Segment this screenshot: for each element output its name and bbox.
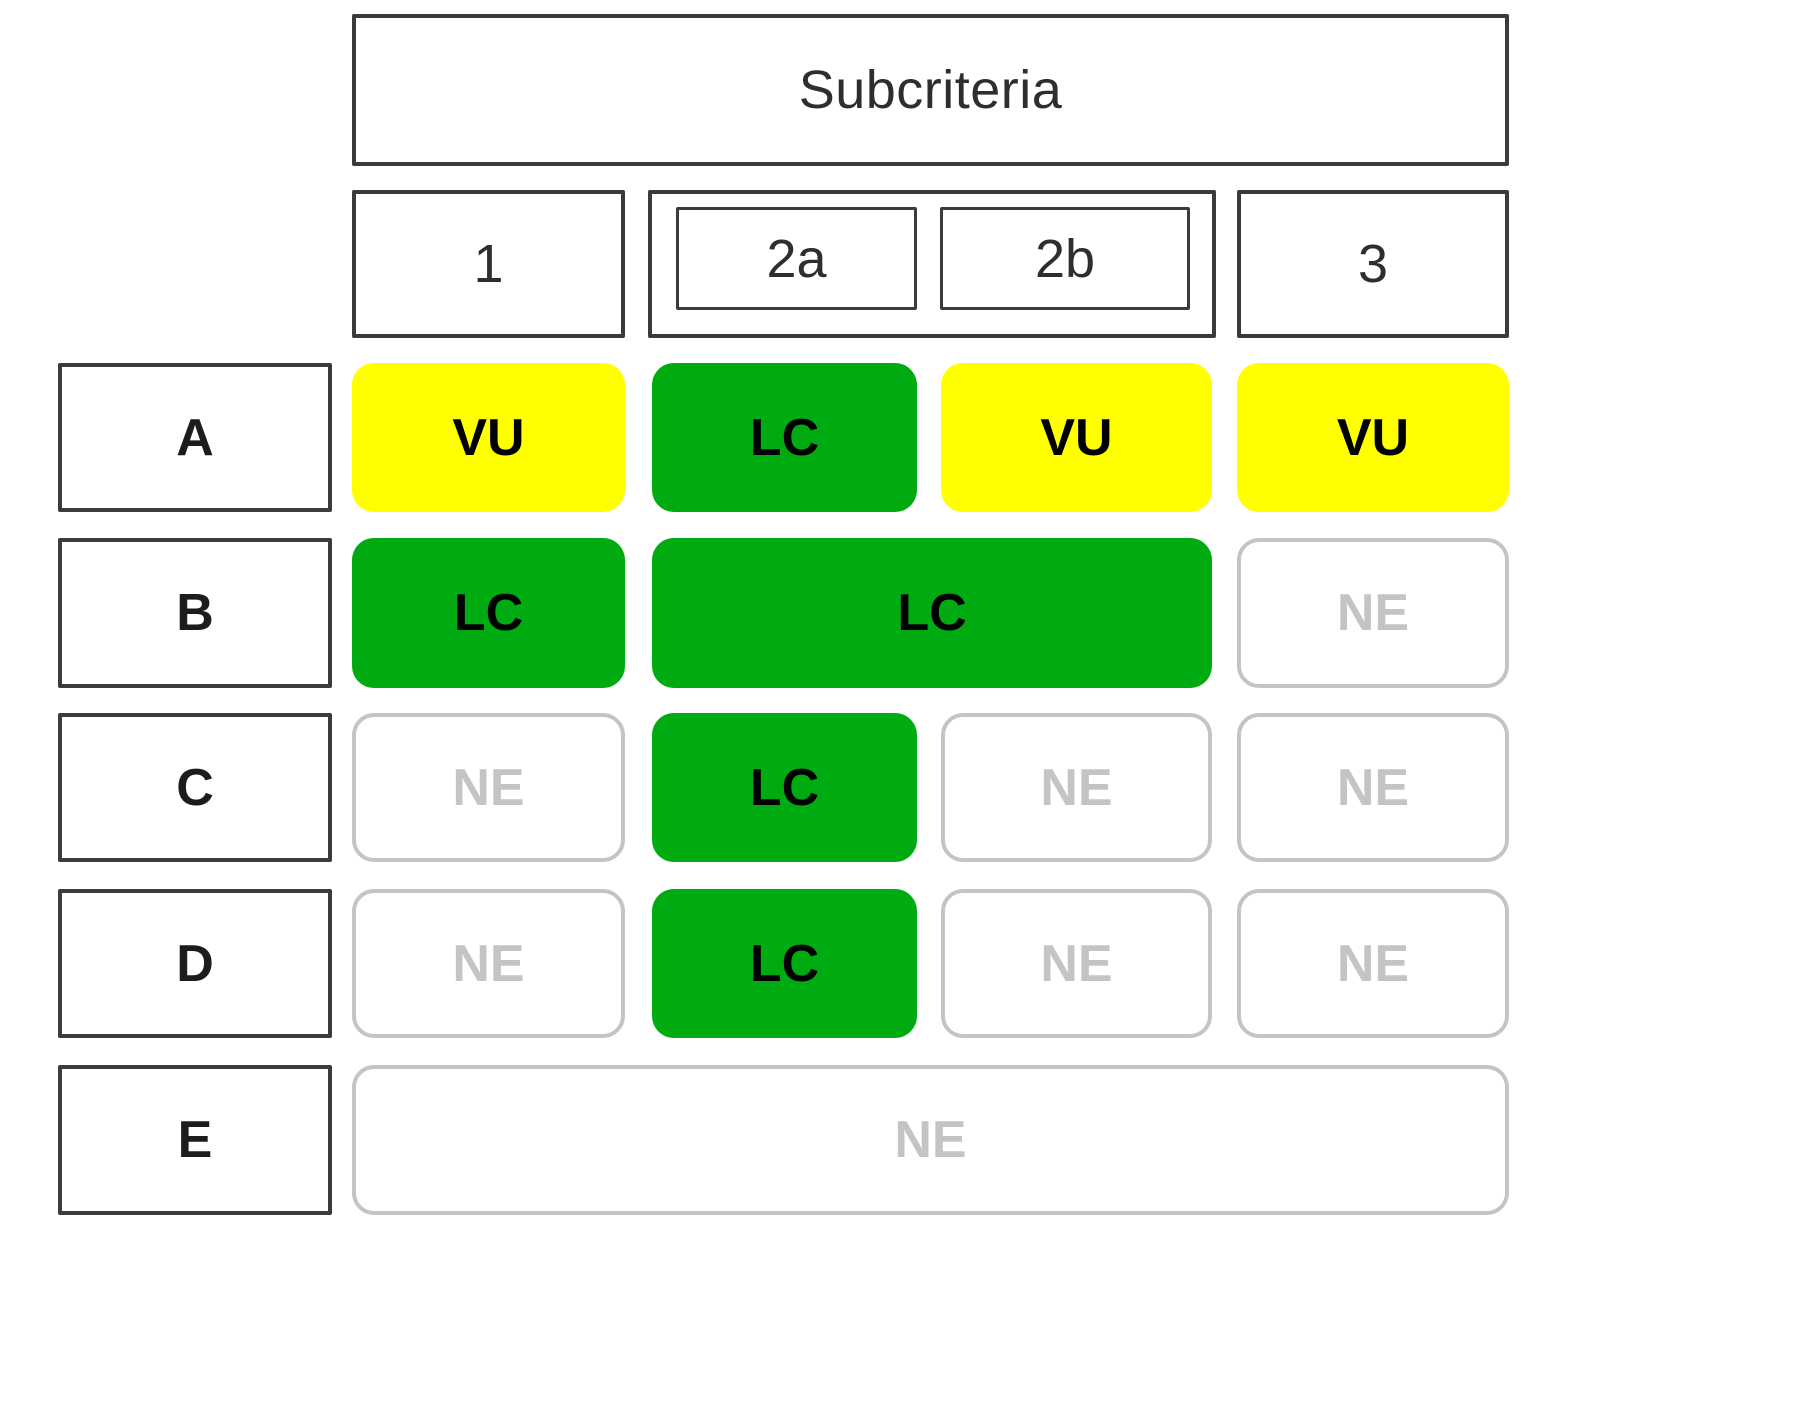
row-label-b: B — [58, 538, 332, 688]
cell-a-2a-code: LC — [749, 408, 820, 467]
cell-c-1[interactable]: NE — [352, 713, 625, 862]
row-label-a-text: A — [176, 408, 214, 467]
subcriteria-group-header: Subcriteria — [352, 14, 1509, 166]
cell-b-1[interactable]: LC — [352, 538, 625, 688]
column-header-1: 1 — [352, 190, 625, 338]
row-label-c-text: C — [176, 758, 214, 817]
cell-b-3-code: NE — [1336, 584, 1410, 642]
cell-c-1-code: NE — [452, 758, 525, 817]
column-header-2b: 2b — [940, 207, 1190, 310]
subcriteria-group-label: Subcriteria — [798, 60, 1063, 120]
cell-a-2b-code: VU — [1040, 408, 1113, 467]
row-label-a: A — [58, 363, 332, 512]
row-label-e-text: E — [177, 1111, 213, 1169]
cell-a-1[interactable]: VU — [352, 363, 625, 512]
cell-c-2b-code: NE — [1040, 758, 1113, 817]
cell-d-3-code: NE — [1336, 934, 1410, 993]
column-header-1-label: 1 — [473, 234, 504, 294]
row-label-b-text: B — [176, 584, 214, 642]
cell-a-1-code: VU — [452, 408, 525, 467]
column-header-3: 3 — [1237, 190, 1509, 338]
cell-d-2b[interactable]: NE — [941, 889, 1212, 1038]
cell-a-3[interactable]: VU — [1237, 363, 1509, 512]
row-label-d: D — [58, 889, 332, 1038]
cell-d-3[interactable]: NE — [1237, 889, 1509, 1038]
cell-a-3-code: VU — [1336, 408, 1410, 467]
cell-a-2a[interactable]: LC — [652, 363, 917, 512]
cell-c-2a-code: LC — [749, 758, 820, 817]
cell-c-2a[interactable]: LC — [652, 713, 917, 862]
cell-b-2a-2b[interactable]: LC — [652, 538, 1212, 688]
column-header-3-label: 3 — [1357, 234, 1389, 294]
row-label-d-text: D — [176, 934, 214, 993]
column-header-2b-label: 2b — [1034, 228, 1096, 289]
cell-e-all-code: NE — [894, 1111, 967, 1169]
cell-b-3[interactable]: NE — [1237, 538, 1509, 688]
cell-d-2a[interactable]: LC — [652, 889, 917, 1038]
cell-d-1[interactable]: NE — [352, 889, 625, 1038]
cell-d-1-code: NE — [452, 934, 525, 993]
row-label-c: C — [58, 713, 332, 862]
cell-c-3[interactable]: NE — [1237, 713, 1509, 862]
row-label-e: E — [58, 1065, 332, 1215]
column-header-2a: 2a — [676, 207, 917, 310]
column-header-2a-label: 2a — [766, 228, 827, 289]
cell-c-3-code: NE — [1336, 758, 1410, 817]
cell-d-2b-code: NE — [1040, 934, 1113, 993]
cell-e-all[interactable]: NE — [352, 1065, 1509, 1215]
cell-a-2b[interactable]: VU — [941, 363, 1212, 512]
cell-b-2a-2b-code: LC — [897, 584, 967, 642]
cell-b-1-code: LC — [453, 584, 524, 642]
cell-c-2b[interactable]: NE — [941, 713, 1212, 862]
cell-d-2a-code: LC — [749, 934, 820, 993]
